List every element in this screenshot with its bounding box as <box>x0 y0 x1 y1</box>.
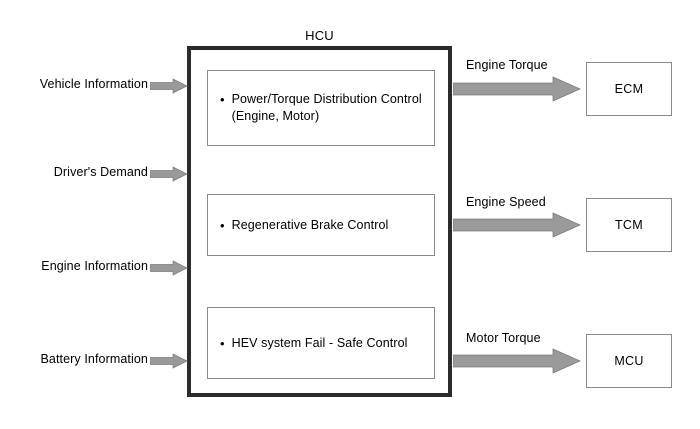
function-box-regenerative-brake-control: • Regenerative Brake Control <box>207 194 435 256</box>
bullet-icon: • <box>220 217 225 233</box>
input-label-battery-information: Battery Information <box>40 352 148 366</box>
output-label-motor-torque: Motor Torque <box>466 331 541 345</box>
input-label-vehicle-information: Vehicle Information <box>39 77 148 91</box>
arrow-right-icon <box>453 76 581 102</box>
ecu-box-mcu: MCU <box>586 334 672 388</box>
bullet-icon: • <box>220 92 225 107</box>
arrow-right-icon <box>150 166 188 182</box>
function-box-label: Regenerative Brake Control <box>231 217 389 232</box>
input-label-engine-information: Engine Information <box>41 259 148 273</box>
bullet-icon: • <box>220 335 225 351</box>
arrow-right-icon <box>150 260 188 276</box>
output-label-engine-speed: Engine Speed <box>466 195 546 209</box>
function-box-label: Power/Torque Distribution Control (Engin… <box>231 92 422 123</box>
arrow-right-icon <box>453 348 581 374</box>
output-label-engine-torque: Engine Torque <box>466 58 548 72</box>
function-box-power-torque-distribution: • Power/Torque Distribution Control (Eng… <box>207 70 435 146</box>
arrow-right-icon <box>150 78 188 94</box>
function-box-label: HEV system Fail - Safe Control <box>231 335 408 350</box>
arrow-right-icon <box>453 212 581 238</box>
arrow-right-icon <box>150 353 188 369</box>
ecu-box-tcm: TCM <box>586 198 672 252</box>
input-label-drivers-demand: Driver's Demand <box>53 165 148 179</box>
function-box-hev-fail-safe-control: • HEV system Fail - Safe Control <box>207 307 435 379</box>
ecu-box-ecm: ECM <box>586 62 672 116</box>
hcu-title: HCU <box>305 28 334 43</box>
